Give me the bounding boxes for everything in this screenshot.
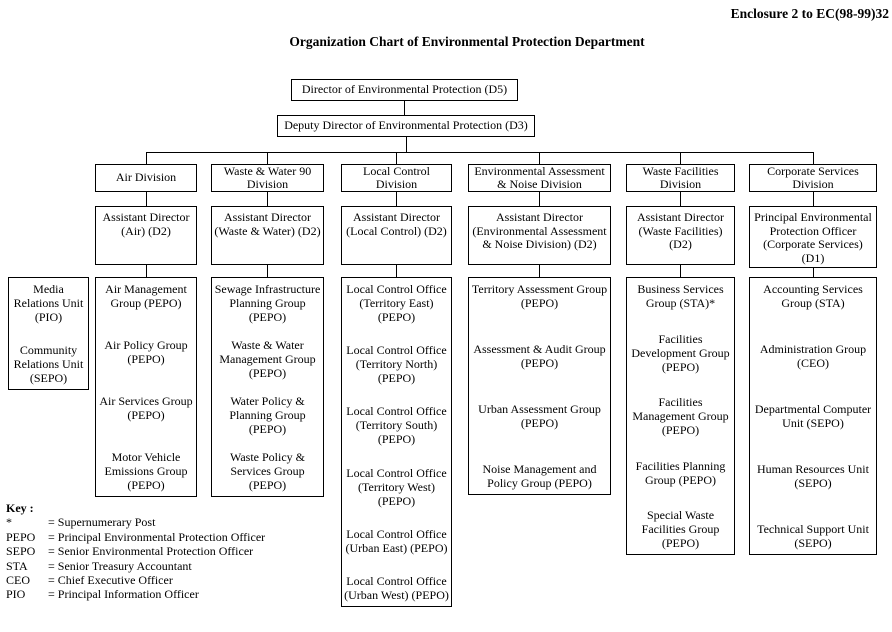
- key-definition: = Chief Executive Officer: [48, 573, 173, 588]
- enclosure-reference: Enclosure 2 to EC(98-99)32: [730, 6, 889, 21]
- connector-stub: [539, 265, 540, 277]
- group-entry: Local Control Office (Territory South) (…: [346, 404, 447, 447]
- group-entry: Human Resources Unit (SEPO): [757, 462, 869, 490]
- connector-stub: [267, 265, 268, 277]
- connector-stub: [539, 152, 540, 164]
- connector-stub: [146, 265, 147, 277]
- key-abbr: *: [6, 515, 12, 530]
- group-entry: Territory Assessment Group (PEPO): [471, 282, 608, 310]
- key-abbr: PIO: [6, 587, 26, 602]
- key-row: SEPO = Senior Environmental Protection Of…: [6, 544, 265, 558]
- connector-stub: [680, 152, 681, 164]
- connector-deputy-hline: [406, 137, 407, 152]
- key-row: * = Supernumerary Post: [6, 515, 265, 529]
- group-entry: Business Services Group (STA)*: [637, 282, 724, 310]
- key-definition: = Senior Treasury Accountant: [48, 558, 192, 573]
- group-entry: Local Control Office (Territory East) (P…: [346, 282, 447, 324]
- group-entry: Noise Management and Policy Group (PEPO): [482, 462, 597, 490]
- group-entry: Air Policy Group (PEPO): [104, 338, 188, 366]
- division-head-box-corporate-services: Principal Environmental Protection Offic…: [749, 206, 877, 268]
- division-groups-box-air: Air Management Group (PEPO) Air Policy G…: [95, 277, 197, 497]
- key-definition: = Supernumerary Post: [48, 515, 156, 530]
- connector-stub: [813, 192, 814, 206]
- division-head-box-local-control: Assistant Director (Local Control) (D2): [341, 206, 452, 265]
- connector-stub: [396, 265, 397, 277]
- group-entry: Waste Policy & Services Group (PEPO): [229, 450, 306, 492]
- key-abbr: PEPO: [6, 529, 36, 544]
- unit-entry: Media Relations Unit (PIO): [13, 282, 84, 324]
- division-groups-box-env-assessment-noise: Territory Assessment Group (PEPO) Assess…: [468, 277, 611, 495]
- group-entry: Local Control Office (Territory North) (…: [346, 343, 447, 386]
- division-box-local-control: Local Control Division: [341, 164, 452, 192]
- connector-stub: [396, 152, 397, 164]
- division-box-env-assessment-noise: Environmental Assessment & Noise Divisio…: [468, 164, 611, 192]
- division-box-waste-facilities: Waste Facilities Division: [626, 164, 735, 192]
- group-entry: Facilities Planning Group (PEPO): [635, 458, 726, 487]
- division-groups-box-waste-facilities: Business Services Group (STA)* Facilitie…: [626, 277, 735, 555]
- group-entry: Special Waste Facilities Group (PEPO): [641, 508, 720, 550]
- director-box: Director of Environmental Protection (D5…: [291, 79, 518, 101]
- key-row: CEO = Chief Executive Officer: [6, 573, 265, 587]
- group-entry: Technical Support Unit (SEPO): [757, 522, 869, 550]
- connector-stub: [146, 192, 147, 206]
- connector-stub: [813, 152, 814, 164]
- connector-stub: [267, 152, 268, 164]
- group-entry: Motor Vehicle Emissions Group (PEPO): [104, 450, 188, 492]
- group-entry: Waste & Water Management Group (PEPO): [219, 338, 316, 380]
- group-entry: Air Management Group (PEPO): [105, 282, 187, 310]
- key-row: PEPO = Principal Environmental Protection…: [6, 530, 265, 544]
- group-entry: Air Services Group (PEPO): [99, 394, 193, 422]
- connector-stub: [267, 192, 268, 206]
- connector-stub: [813, 265, 814, 277]
- media-relations-box: Media Relations Unit (PIO) Community Rel…: [8, 277, 89, 390]
- group-entry: Departmental Computer Unit (SEPO): [754, 402, 872, 430]
- group-entry: Sewage Infrastructure Planning Group (PE…: [214, 282, 321, 324]
- division-groups-box-local-control: Local Control Office (Territory East) (P…: [341, 277, 452, 607]
- connector-horizontal-main: [146, 152, 814, 153]
- connector-director-deputy: [404, 100, 405, 115]
- group-entry: Local Control Office (Urban West) (PEPO): [344, 573, 449, 602]
- key-abbr: SEPO: [6, 544, 36, 559]
- key-definition: = Principal Environmental Protection Off…: [48, 529, 266, 544]
- connector-stub: [396, 192, 397, 206]
- division-head-box-waste-water: Assistant Director (Waste & Water) (D2): [211, 206, 324, 265]
- key-abbr: CEO: [6, 573, 30, 588]
- group-entry: Local Control Office (Territory West) (P…: [346, 465, 447, 508]
- division-head-box-air: Assistant Director (Air) (D2): [95, 206, 197, 265]
- division-head-box-waste-facilities: Assistant Director (Waste Facilities) (D…: [626, 206, 735, 265]
- division-head-box-env-assessment-noise: Assistant Director (Environmental Assess…: [468, 206, 611, 265]
- key-row: PIO = Principal Information Officer: [6, 587, 265, 601]
- key-row: STA = Senior Treasury Accountant: [6, 559, 265, 573]
- group-entry: Facilities Management Group (PEPO): [632, 395, 729, 437]
- connector-stub: [680, 192, 681, 206]
- key-abbr: STA: [6, 558, 28, 573]
- division-box-air: Air Division: [95, 164, 197, 192]
- page-title: Organization Chart of Environmental Prot…: [289, 34, 645, 49]
- key-definition: = Principal Information Officer: [48, 587, 199, 602]
- key-legend: Key : * = Supernumerary Post PEPO = Princi…: [6, 501, 265, 602]
- group-entry: Assessment & Audit Group (PEPO): [473, 342, 606, 370]
- unit-entry: Community Relations Unit (SEPO): [13, 343, 84, 385]
- group-entry: Local Control Office (Urban East) (PEPO): [345, 526, 448, 555]
- division-groups-box-corporate-services: Accounting Services Group (STA) Administ…: [749, 277, 877, 555]
- connector-stub: [146, 152, 147, 164]
- key-title: Key :: [6, 501, 34, 515]
- group-entry: Water Policy & Planning Group (PEPO): [229, 394, 306, 436]
- key-definition: = Senior Environmental Protection Office…: [48, 544, 254, 559]
- group-entry: Urban Assessment Group (PEPO): [478, 402, 601, 430]
- group-entry: Facilities Development Group (PEPO): [631, 331, 730, 374]
- connector-stub: [539, 192, 540, 206]
- group-entry: Administration Group (CEO): [759, 342, 867, 370]
- group-entry: Accounting Services Group (STA): [763, 282, 863, 310]
- division-box-waste-water: Waste & Water 90 Division: [211, 164, 324, 192]
- division-box-corporate-services: Corporate Services Division: [749, 164, 877, 192]
- deputy-director-box: Deputy Director of Environmental Protect…: [277, 115, 535, 137]
- division-groups-box-waste-water: Sewage Infrastructure Planning Group (PE…: [211, 277, 324, 497]
- connector-stub: [680, 265, 681, 277]
